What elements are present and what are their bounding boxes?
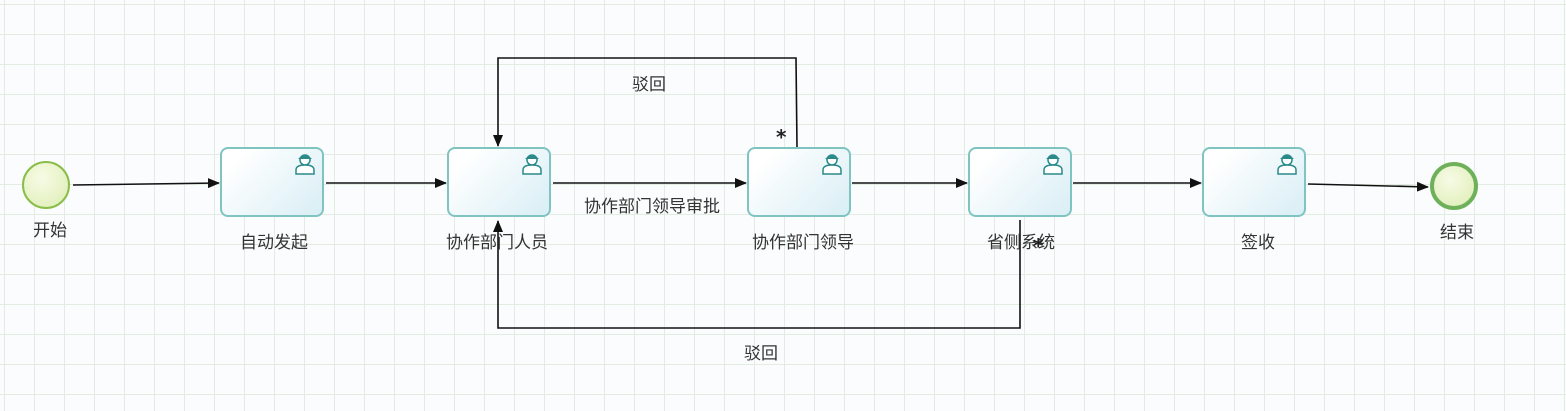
end-event-label: 结束	[1440, 223, 1474, 243]
task-collab-leader[interactable]	[747, 147, 851, 217]
flow-reject-bottom	[493, 220, 1021, 329]
task-auto-initiate[interactable]	[220, 147, 324, 217]
start-event-label: 开始	[33, 221, 67, 241]
flow-approve-label: 协作部门领导审批	[584, 197, 720, 217]
task-collab-staff-label: 协作部门人员	[446, 233, 548, 253]
flow-reject-top-label: 驳回	[632, 75, 666, 95]
task-sign-receive[interactable]	[1202, 147, 1306, 217]
flow-reject-bottom-label: 驳回	[744, 344, 778, 364]
start-event[interactable]	[22, 161, 70, 209]
user-task-icon	[522, 154, 542, 175]
user-task-icon	[295, 154, 315, 175]
flow-condition-marker: *	[776, 125, 787, 149]
flow-start-to-auto	[72, 178, 220, 189]
flow-condition-marker: *	[1033, 234, 1044, 258]
task-province-system[interactable]	[968, 147, 1072, 217]
user-task-icon	[1043, 154, 1063, 175]
task-province-system-label: 省侧系统	[987, 233, 1055, 253]
user-task-icon	[822, 154, 842, 175]
task-collab-staff[interactable]	[447, 147, 551, 217]
flow-reject-top	[493, 57, 798, 148]
flow-sign-to-end	[1307, 181, 1429, 192]
end-event[interactable]	[1430, 162, 1478, 210]
user-task-icon	[1277, 154, 1297, 175]
task-collab-leader-label: 协作部门领导	[752, 233, 854, 253]
task-auto-initiate-label: 自动发起	[240, 233, 308, 253]
task-sign-receive-label: 签收	[1241, 233, 1275, 253]
